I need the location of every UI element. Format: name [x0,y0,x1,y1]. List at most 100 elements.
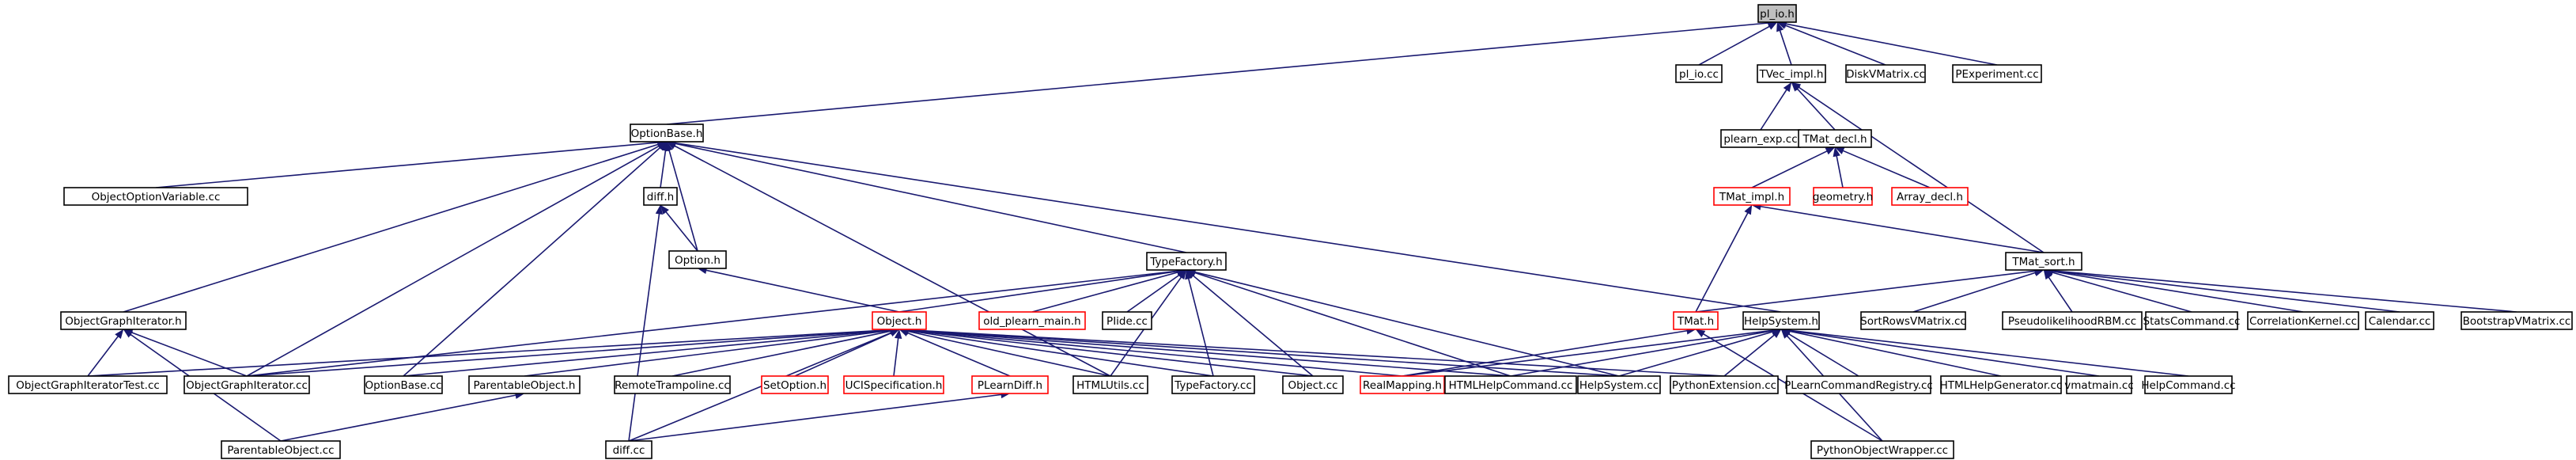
node-pl_io_cc[interactable]: pl_io.cc [1675,64,1723,83]
node-box[interactable] [643,187,678,206]
node-box[interactable] [978,311,1086,330]
node-box[interactable] [1757,64,1826,83]
node-box[interactable] [761,375,829,394]
node-objectgraphiterator_cc[interactable]: ObjectGraphIterator.cc [183,375,310,394]
node-box[interactable] [1940,375,2062,394]
node-htmlutils_cc[interactable]: HTMLUtils.cc [1072,375,1148,394]
node-box[interactable] [1282,375,1344,394]
node-helpcommand_cc[interactable]: HelpCommand.cc [2141,375,2236,394]
node-box[interactable] [60,311,187,330]
node-statscommand_cc[interactable]: StatsCommand.cc [2143,311,2241,330]
node-box[interactable] [1798,129,1872,148]
node-plide_cc[interactable]: PIide.cc [1102,311,1152,330]
node-box[interactable] [8,375,168,394]
node-box[interactable] [2145,311,2238,330]
node-realmapping_h[interactable]: RealMapping.h [1360,375,1445,394]
node-box[interactable] [1786,375,1931,394]
node-box[interactable] [183,375,310,394]
node-box[interactable] [1845,64,1926,83]
node-pseudolikelihoodrbm_cc[interactable]: PseudolikelihoodRBM.cc [2002,311,2143,330]
node-calendar_cc[interactable]: Calendar.cc [2365,311,2434,330]
node-objectgraphiterator_h[interactable]: ObjectGraphIterator.h [60,311,187,330]
node-box[interactable] [364,375,443,394]
node-pl_io_h[interactable]: pl_io.h [1757,4,1797,23]
node-setoption_h[interactable]: SetOption.h [761,375,829,394]
node-htmlhelpcommand_cc[interactable]: HTMLHelpCommand.cc [1444,375,1577,394]
node-sortrowsvmatrix_cc[interactable]: SortRowsVMatrix.cc [1860,311,1966,330]
node-box[interactable] [2461,311,2573,330]
node-box[interactable] [1072,375,1148,394]
node-tmat_decl_h[interactable]: TMat_decl.h [1798,129,1872,148]
node-remotetrampoline_cc[interactable]: RemoteTrampoline.cc [614,375,731,394]
node-box[interactable] [630,124,704,143]
node-htmlhelpgenerator_cc[interactable]: HTMLHelpGenerator.cc [1940,375,2063,394]
node-box[interactable] [2247,311,2359,330]
node-option_h[interactable]: Option.h [668,250,727,269]
node-tmat_sort_h[interactable]: TMat_sort.h [2005,252,2082,271]
node-box[interactable] [1891,187,1969,206]
node-helpsystem_h[interactable]: HelpSystem.h [1742,311,1820,330]
node-box[interactable] [1860,311,1966,330]
node-tmat_h[interactable]: TMat.h [1673,311,1719,330]
node-box[interactable] [1673,311,1719,330]
node-object_cc[interactable]: Object.cc [1282,375,1344,394]
node-array_decl_h[interactable]: Array_decl.h [1891,187,1969,206]
node-box[interactable] [1757,4,1797,23]
node-diff_h[interactable]: diff.h [643,187,678,206]
node-box[interactable] [1171,375,1255,394]
node-diskvmatrix_cc[interactable]: DiskVMatrix.cc [1845,64,1926,83]
node-box[interactable] [1675,64,1723,83]
node-box[interactable] [872,311,927,330]
node-plearndiff_h[interactable]: PLearnDiff.h [971,375,1049,394]
node-correlationkernel_cc[interactable]: CorrelationKernel.cc [2247,311,2359,330]
node-tmat_impl_h[interactable]: TMat_impl.h [1713,187,1791,206]
node-tvec_impl_h[interactable]: TVec_impl.h [1757,64,1826,83]
node-typefactory_cc[interactable]: TypeFactory.cc [1171,375,1255,394]
node-box[interactable] [1102,311,1152,330]
node-box[interactable] [2144,375,2233,394]
node-box[interactable] [1713,187,1791,206]
node-box[interactable] [1670,375,1779,394]
node-box[interactable] [843,375,944,394]
node-box[interactable] [63,187,248,206]
node-box[interactable] [1813,187,1873,206]
node-box[interactable] [2365,311,2434,330]
node-plearncommandregistry_cc[interactable]: PLearnCommandRegistry.cc [1784,375,1933,394]
node-geometry_h[interactable]: geometry.h [1813,187,1873,206]
node-parentableobject_h[interactable]: ParentableObject.h [468,375,581,394]
node-box[interactable] [614,375,731,394]
node-plearn_exp_cc[interactable]: plearn_exp.cc [1720,129,1801,148]
node-label: PLearnCommandRegistry.cc [1784,379,1933,392]
node-box[interactable] [971,375,1049,394]
node-object_h[interactable]: Object.h [872,311,927,330]
node-box[interactable] [2005,252,2082,271]
node-box[interactable] [221,440,341,459]
node-box[interactable] [668,250,727,269]
node-box[interactable] [605,440,653,459]
node-pythonobjectwrapper_cc[interactable]: PythonObjectWrapper.cc [1810,440,1954,459]
node-objectgraphiteratortest_cc[interactable]: ObjectGraphIteratorTest.cc [8,375,168,394]
node-box[interactable] [1146,252,1227,271]
node-parentableobject_cc[interactable]: ParentableObject.cc [221,440,341,459]
node-optionbase_cc[interactable]: OptionBase.cc [364,375,443,394]
node-old_plearn_main_h[interactable]: old_plearn_main.h [978,311,1086,330]
node-typefactory_h[interactable]: TypeFactory.h [1146,252,1227,271]
node-box[interactable] [2002,311,2143,330]
node-ucispecification_h[interactable]: UCISpecification.h [843,375,944,394]
node-box[interactable] [1810,440,1954,459]
node-vmatmain_cc[interactable]: vmatmain.cc [2064,375,2134,394]
node-pythonextension_cc[interactable]: PythonExtension.cc [1670,375,1779,394]
node-box[interactable] [468,375,581,394]
node-box[interactable] [1577,375,1661,394]
node-box[interactable] [1952,64,2042,83]
node-box[interactable] [1742,311,1820,330]
node-box[interactable] [1444,375,1577,394]
node-diff_cc[interactable]: diff.cc [605,440,653,459]
node-box[interactable] [1360,375,1445,394]
node-objectoptionvariable_cc[interactable]: ObjectOptionVariable.cc [63,187,248,206]
node-pexperiment_cc[interactable]: PExperiment.cc [1952,64,2042,83]
node-helpsystem_cc[interactable]: HelpSystem.cc [1577,375,1661,394]
node-box[interactable] [2066,375,2132,394]
node-bootstrapvmatrix_cc[interactable]: BootstrapVMatrix.cc [2461,311,2573,330]
node-optionbase_h[interactable]: OptionBase.h [630,124,704,143]
